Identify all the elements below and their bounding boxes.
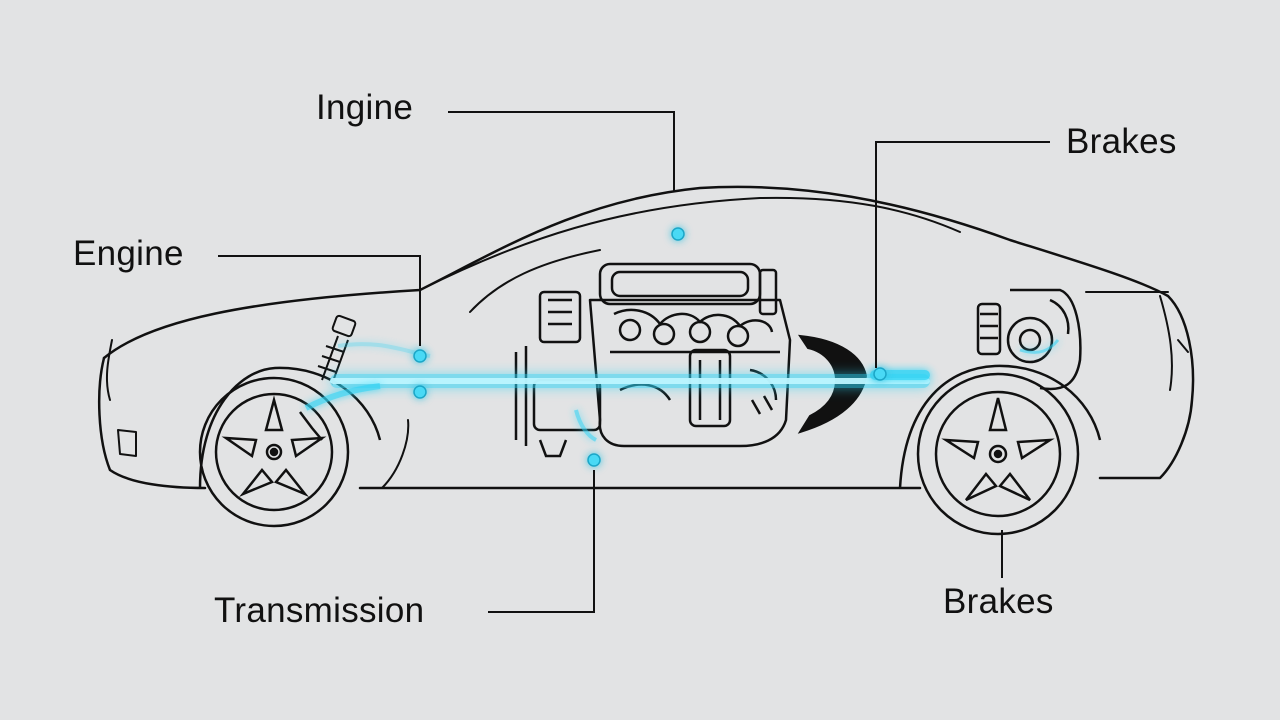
marker-transmission: [587, 453, 601, 467]
front-suspension: [299, 314, 357, 441]
drive-coupler: [797, 334, 868, 434]
marker-engine-lower: [413, 385, 427, 399]
glow-drivetrain: [304, 339, 1060, 528]
leader-lines: [218, 111, 1050, 613]
transmission-housing: [514, 346, 602, 458]
car-body: [97, 185, 1195, 490]
leader-transmission: [488, 470, 595, 613]
label-ingine: Ingine: [316, 88, 414, 127]
leader-engine: [218, 255, 421, 346]
label-brakes-bottom: Brakes: [943, 582, 1054, 621]
marker-engine-upper: [413, 349, 427, 363]
marker-brakes-top: [873, 367, 887, 381]
label-brakes-top: Brakes: [1066, 122, 1177, 161]
marker-dots: [413, 227, 887, 467]
leader-ingine: [448, 111, 675, 192]
label-transmission: Transmission: [214, 591, 425, 630]
rear-brake-assembly: [976, 288, 1082, 391]
leader-brakes-top: [875, 141, 1050, 368]
front-wheel: [198, 366, 382, 528]
label-engine: Engine: [73, 234, 184, 273]
marker-ingine: [671, 227, 685, 241]
